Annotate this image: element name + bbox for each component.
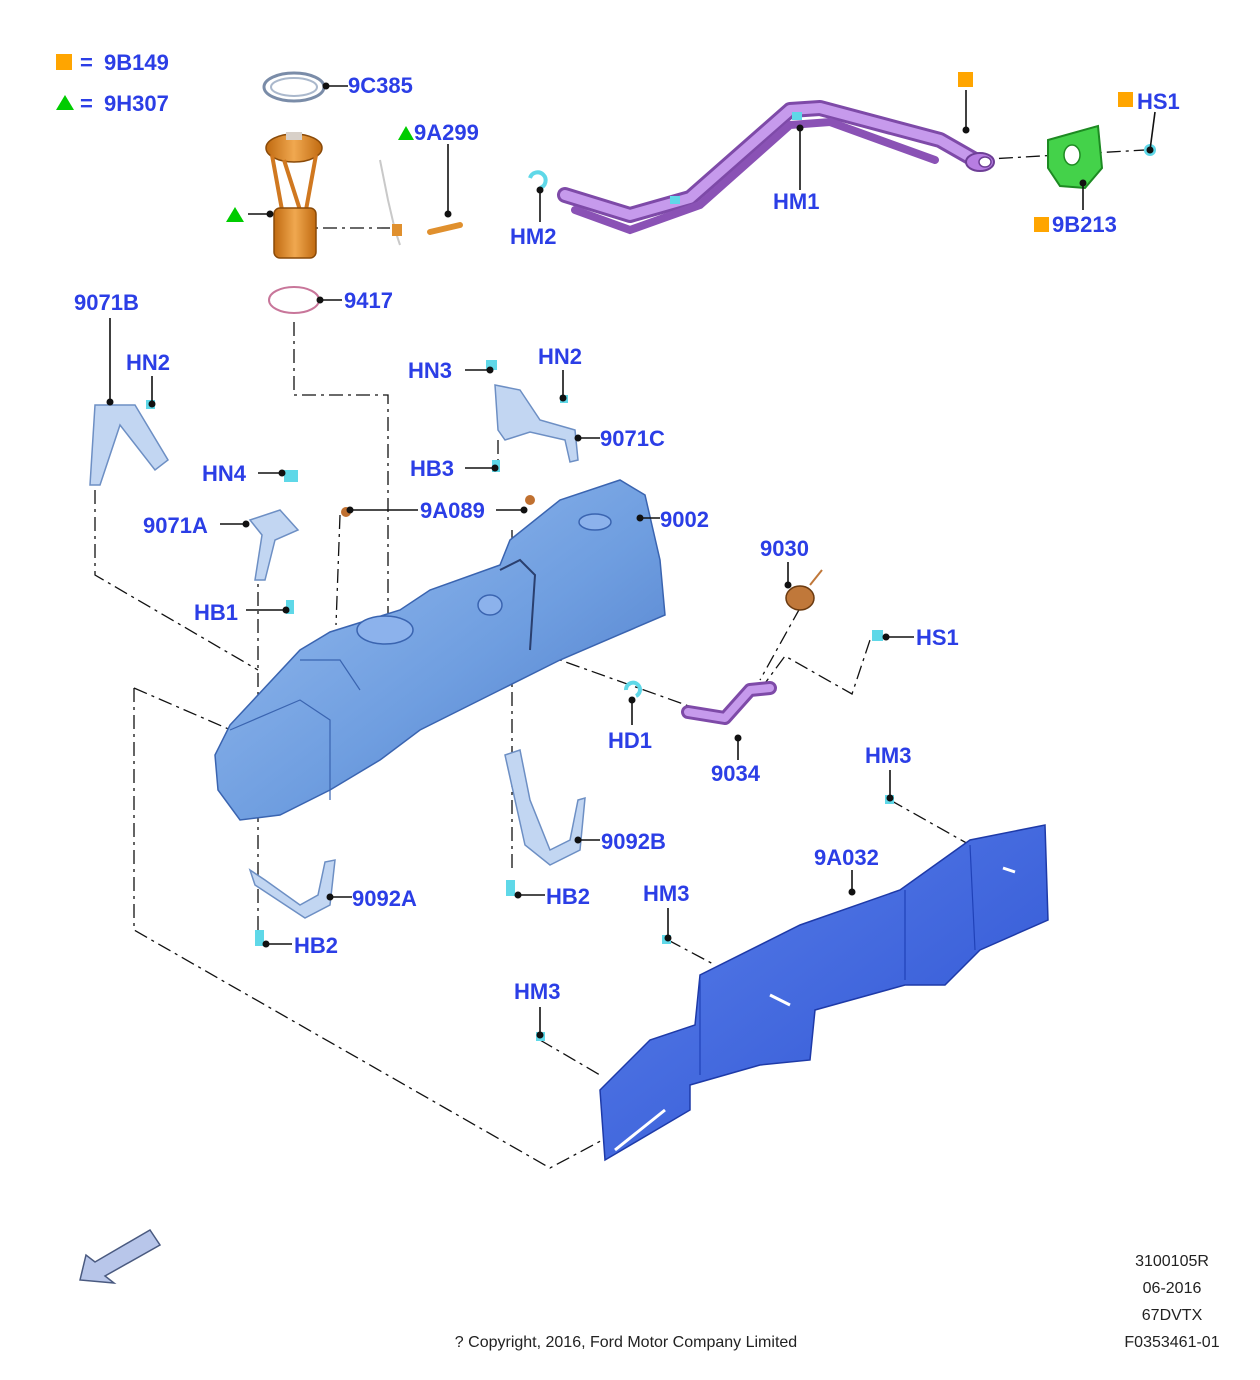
- legend: = 9B149 = 9H307: [56, 50, 169, 116]
- footer-date: 06-2016: [1143, 1280, 1202, 1297]
- hs1-square-icon: [1118, 92, 1133, 107]
- seal-ring-9417: [268, 286, 320, 314]
- bracket-9071b: [89, 404, 169, 486]
- hb2-bolt-mid-icon: [506, 880, 515, 896]
- label-hn2-left: HN2: [126, 350, 170, 375]
- 9b213-square-icon: [1034, 217, 1049, 232]
- label-hm3-mid: HM3: [643, 881, 689, 906]
- label-hb1: HB1: [194, 600, 238, 625]
- label-9a089: 9A089: [420, 498, 485, 523]
- label-hb2-mid: HB2: [546, 884, 590, 909]
- legend-square-code: 9B149: [104, 50, 169, 75]
- footer-copyright: ? Copyright, 2016, Ford Motor Company Li…: [455, 1334, 797, 1351]
- label-hn2-mid: HN2: [538, 344, 582, 369]
- legend-triangle-icon: [56, 95, 74, 110]
- hn4-nut-icon: [284, 470, 298, 482]
- hn3-nut-icon: [486, 360, 497, 370]
- legend-triangle-code: 9H307: [104, 91, 169, 116]
- label-hb2-left: HB2: [294, 933, 338, 958]
- label-9092a: 9092A: [352, 886, 417, 911]
- label-9a032: 9A032: [814, 845, 879, 870]
- legend-equals-2: =: [80, 91, 93, 116]
- strap-9092b: [504, 749, 586, 866]
- label-hb3: HB3: [410, 456, 454, 481]
- filler-pipe-hm1: [557, 100, 995, 235]
- fuel-pump-module: [265, 132, 323, 259]
- label-9071a: 9071A: [143, 513, 208, 538]
- leader-lines: [106, 82, 1156, 1039]
- footer-code1: 3100105R: [1135, 1253, 1209, 1270]
- legend-equals: =: [80, 50, 93, 75]
- label-9417: 9417: [344, 288, 393, 313]
- label-9002: 9002: [660, 507, 709, 532]
- level-sender-9a299: [379, 159, 463, 246]
- label-9034: 9034: [711, 761, 761, 786]
- heat-shield-9a032: [599, 824, 1049, 1162]
- label-hs1-mid: HS1: [916, 625, 959, 650]
- footer: 3100105R 06-2016 67DVTX F0353461-01 ? Co…: [455, 1253, 1220, 1351]
- hs1-clip-mid-icon: [872, 630, 883, 641]
- 9a089-clip-right-icon: [525, 495, 535, 505]
- 9a299-triangle-icon: [398, 126, 414, 140]
- label-9071b: 9071B: [74, 290, 139, 315]
- hm2-clamp-icon: [528, 170, 548, 190]
- label-9071c: 9071C: [600, 426, 665, 451]
- callout-labels: 9C385 9A299 HS1 HM1 HM2 9B213 9417 9071B…: [74, 73, 1180, 1004]
- footer-code2: 67DVTX: [1142, 1307, 1203, 1324]
- label-hm3-right: HM3: [865, 743, 911, 768]
- label-hm2: HM2: [510, 224, 556, 249]
- hd1-clamp-icon: [624, 680, 642, 698]
- hb1-bolt-icon: [286, 600, 294, 614]
- label-hd1: HD1: [608, 728, 652, 753]
- label-9a299: 9A299: [414, 120, 479, 145]
- bracket-9071a: [248, 509, 300, 581]
- legend-square-icon: [56, 54, 72, 70]
- filler-pipe-9034: [681, 681, 777, 725]
- pump-triangle-icon: [226, 207, 244, 222]
- label-9c385: 9C385: [348, 73, 413, 98]
- label-hm3-low: HM3: [514, 979, 560, 1004]
- footer-code3: F0353461-01: [1124, 1334, 1219, 1351]
- label-hn4: HN4: [202, 461, 247, 486]
- fuel-tank-9002: [214, 479, 666, 821]
- assembly-lines: [94, 149, 1146, 1169]
- hb2-bolt-left-icon: [255, 930, 264, 946]
- label-hn3: HN3: [408, 358, 452, 383]
- label-9030: 9030: [760, 536, 809, 561]
- bracket-9071c: [494, 384, 579, 463]
- label-9b213: 9B213: [1052, 212, 1117, 237]
- fuel-cap-9030: [785, 569, 823, 611]
- filler-bracket-9b213: [1047, 124, 1104, 190]
- strap-9092a: [248, 859, 336, 919]
- label-hs1-top: HS1: [1137, 89, 1180, 114]
- lock-ring-9c385: [262, 71, 326, 103]
- label-9092b: 9092B: [601, 829, 666, 854]
- direction-arrow-icon: [79, 1228, 162, 1284]
- marker-square-icon: [958, 72, 973, 87]
- label-hm1: HM1: [773, 189, 819, 214]
